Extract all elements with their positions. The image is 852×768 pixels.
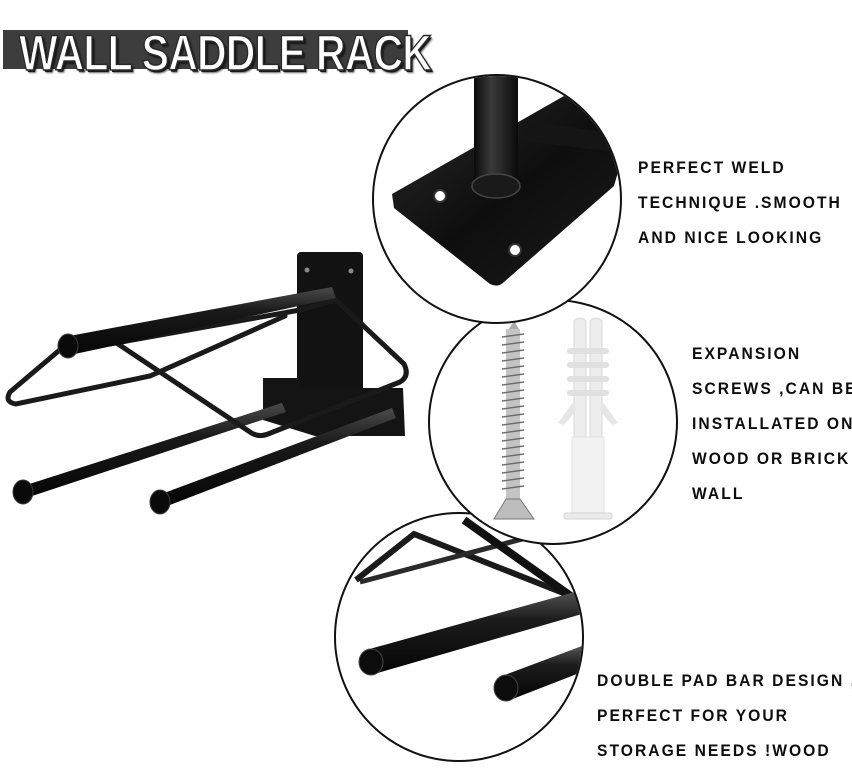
- caption-line: EXPANSION: [692, 344, 802, 363]
- caption-line: PERFECT FOR YOUR: [597, 706, 789, 725]
- weld-closeup-image: [392, 76, 620, 286]
- caption-line: TECHNIQUE .SMOOTH: [638, 193, 842, 212]
- wall-anchor-icon: [558, 317, 618, 520]
- main-product-image: [0, 240, 420, 530]
- weld-feature-caption: PERFECT WELD TECHNIQUE .SMOOTH AND NICE …: [638, 150, 842, 255]
- weld-detail-circle: [372, 74, 622, 324]
- pad-bar-closeup-image: [354, 516, 582, 702]
- saddle-rack-illustration: [5, 252, 409, 515]
- caption-line: WALL: [692, 484, 745, 503]
- screw-icon: [493, 321, 535, 520]
- caption-line: AND NICE LOOKING: [638, 228, 824, 247]
- caption-line: SCREWS ,CAN BE: [692, 379, 852, 398]
- caption-line: INSTALLATED ON: [692, 414, 852, 433]
- title-banner: WALL SADDLE RACK: [3, 24, 432, 82]
- caption-line: STORAGE NEEDS !WOOD: [597, 741, 831, 760]
- expansion-screw-image: [493, 317, 618, 520]
- page-title: WALL SADDLE RACK: [18, 24, 432, 82]
- pad-bar-feature-caption: DOUBLE PAD BAR DESIGN , PERFECT FOR YOUR…: [597, 663, 852, 768]
- caption-line: WOOD OR BRICK: [692, 449, 851, 468]
- screw-feature-caption: EXPANSION SCREWS ,CAN BE INSTALLATED ON …: [692, 336, 852, 511]
- pad-bar-detail-circle: [334, 512, 584, 762]
- caption-line: PERFECT WELD: [638, 158, 786, 177]
- caption-line: DOUBLE PAD BAR DESIGN ,: [597, 671, 852, 690]
- screw-detail-circle: [428, 299, 678, 545]
